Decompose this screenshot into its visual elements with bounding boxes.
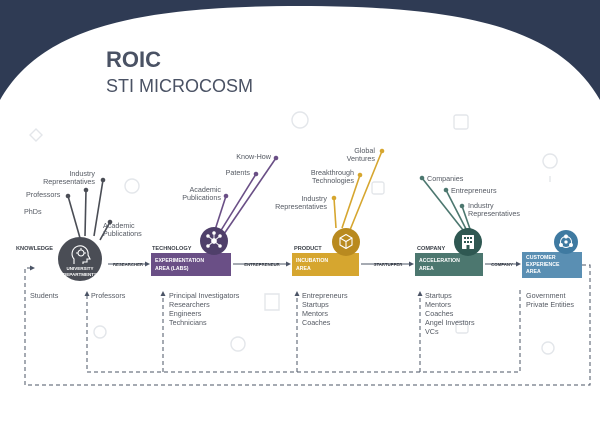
customer-box-line2: EXPERIENCE [526,262,560,268]
header-curve [0,0,600,100]
company-box [415,253,483,276]
company-box-line1: ACCELERATION [419,258,460,264]
input-industry: Industry [69,169,95,178]
output-vcs: VCs [425,327,439,336]
output-mentors: Mentors [425,300,451,309]
input-representatives: Representatives [468,209,520,218]
stage-label-technology: TECHNOLOGY [152,246,192,252]
connector-company: COMPANY [491,262,513,267]
box-icon [339,233,353,250]
output-entrepreneurs: Entrepreneurs [302,291,348,300]
network-circle-icon [206,231,222,248]
input-professors: Professors [26,190,61,199]
customer-box [522,252,582,278]
technology-box-line1: EXPERIMENTATION [155,258,204,264]
input-industry: Industry [301,194,327,203]
product-outputs: Entrepreneurs Startups Mentors Coaches [302,291,348,327]
input-representatives: Representatives [275,202,327,211]
output-coaches: Coaches [302,318,331,327]
input-patents: Patents [226,168,251,177]
users-network-icon [559,234,573,248]
output-government: Government [526,291,566,300]
technology-node [200,227,228,255]
company-outputs: Startups Mentors Coaches Angel Investors… [425,291,475,336]
customer-node [554,230,578,254]
output-angel-investors: Angel Investors [425,318,475,327]
output-engineers: Engineers [169,309,202,318]
input-representatives: Representatives [43,177,95,186]
input-technologies: Technologies [312,176,354,185]
input-companies: Companies [427,174,464,183]
input-ventures: Ventures [347,154,376,163]
technology-inputs: Academic Publications Patents Know-How [182,152,272,202]
spoke-dots [65,148,465,225]
product-box [292,253,359,276]
company-node [454,228,482,256]
connector-researcher: RESEARCHER [113,262,144,267]
input-industry: Industry [468,201,494,210]
output-coaches: Coaches [425,309,454,318]
knowledge-node-line2: DEPARTMENTS [63,272,97,277]
technology-outputs: Principal Investigators Researchers Engi… [169,291,240,327]
input-breakthrough: Breakthrough [311,168,354,177]
output-startups: Startups [425,291,452,300]
product-inputs: Industry Representatives Breakthrough Te… [275,146,375,211]
stage-label-product: PRODUCT [294,246,322,252]
feedback-loops [24,264,591,386]
stage-label-company: COMPANY [417,246,445,252]
output-mentors: Mentors [302,309,328,318]
input-phds: PhDs [24,207,42,216]
customer-box-line3: AREA [526,269,541,275]
knowledge-node: UNIVERSITY DEPARTMENTS [58,237,102,281]
output-professors: Professors [91,291,126,300]
input-academic: Academic [189,185,221,194]
customer-box-line1: CUSTOMER [526,255,556,261]
input-publications: Publications [182,193,221,202]
knowledge-outputs: Students Professors [30,291,126,300]
product-box-line1: INCUBATION [296,258,328,264]
input-know-how: Know-How [236,152,272,161]
input-publications: Publications [103,229,142,238]
output-startups: Startups [302,300,329,309]
product-box-line2: AREA [296,266,311,272]
input-entrepreneurs: Entrepreneurs [451,186,497,195]
technology-box [151,253,231,276]
input-spokes [67,150,471,241]
product-node [332,228,360,256]
technology-box-line2: AREA (LABS) [155,266,189,272]
output-researchers: Researchers [169,300,210,309]
output-private-entities: Private Entities [526,300,574,309]
input-global: Global [354,146,375,155]
output-students: Students [30,291,59,300]
brain-head-icon [71,245,91,264]
stage-label-knowledge: KNOWLEDGE [16,246,53,252]
input-academic: Academic [103,221,135,230]
connector-startupper: STARTUPPER [374,262,404,267]
page-subtitle: STI MICROCOSM [106,76,253,96]
company-inputs: Companies Entrepreneurs Industry Represe… [427,174,520,218]
output-technicians: Technicians [169,318,207,327]
customer-outputs: Government Private Entities [526,291,574,309]
knowledge-node-line1: UNIVERSITY [66,266,93,271]
page-title: ROIC [106,47,161,72]
knowledge-inputs: PhDs Professors Industry Representatives… [24,169,142,238]
connector-entrepreneur: ENTREPRENEUR [244,262,280,267]
building-icon [462,235,474,249]
company-box-line2: AREA [419,266,434,272]
output-principal-investigators: Principal Investigators [169,291,240,300]
background-decoration-icons [29,111,558,355]
